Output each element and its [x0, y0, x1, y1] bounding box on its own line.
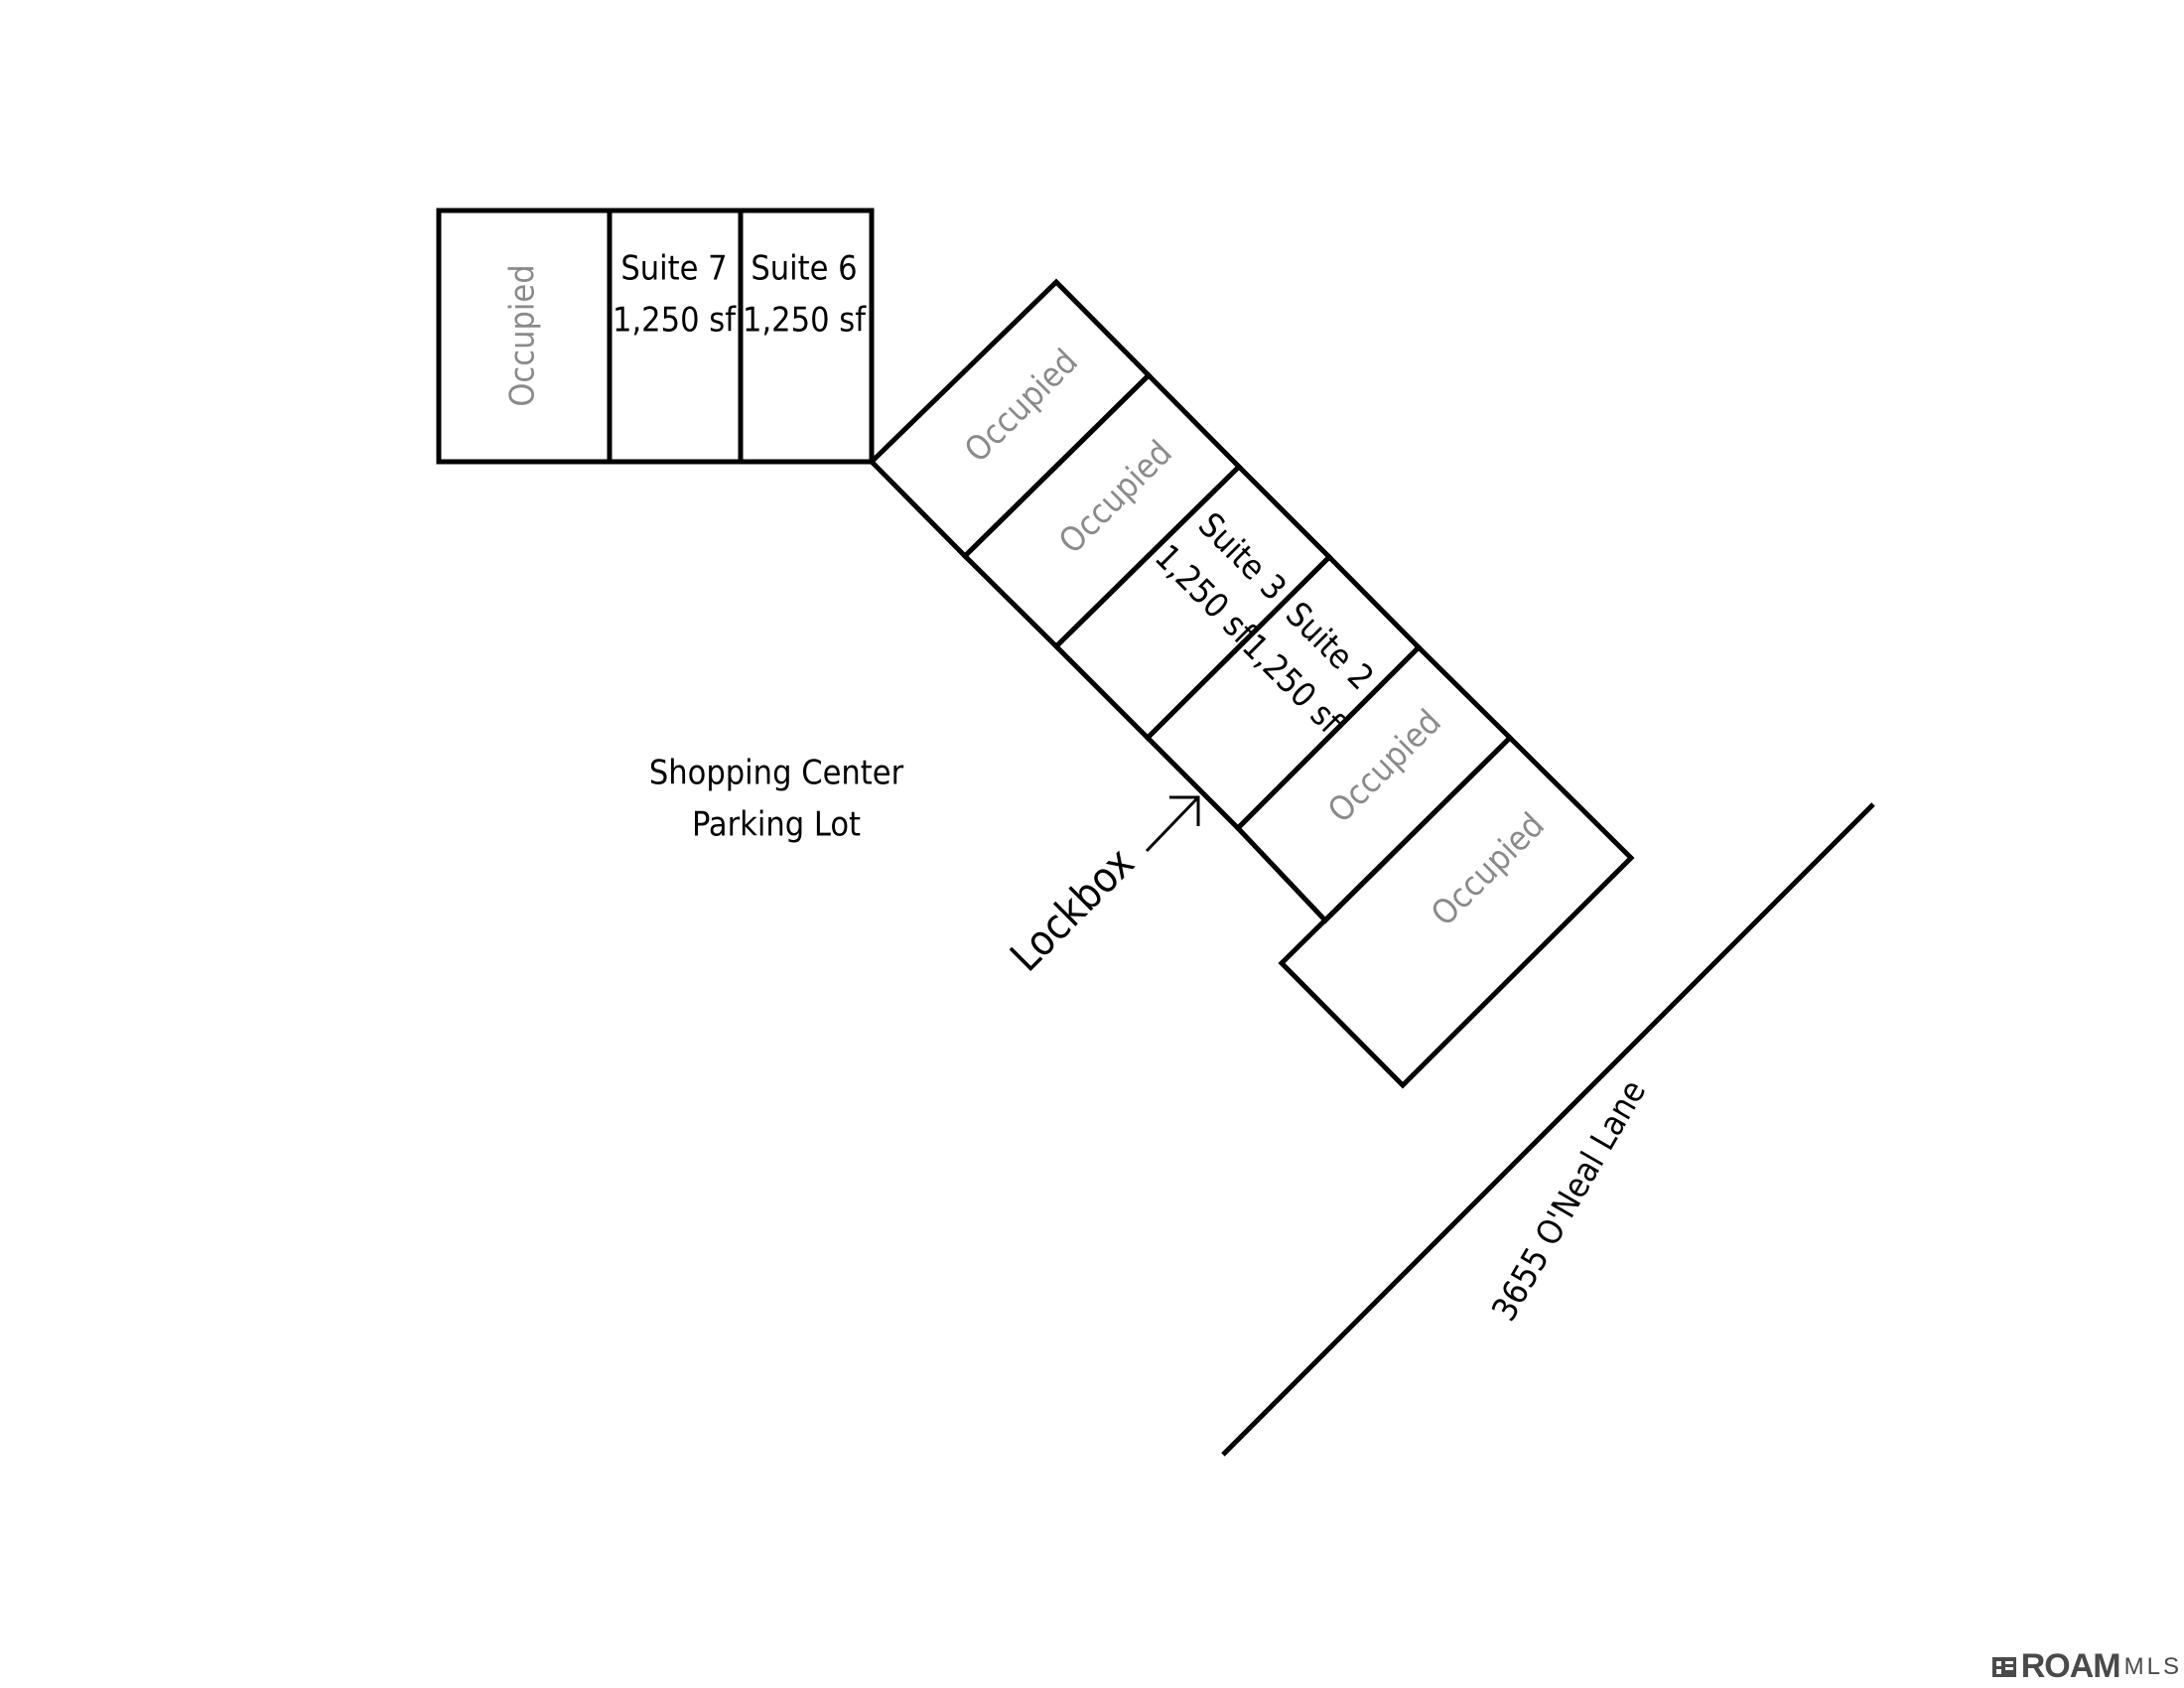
lockbox-marker: Lockbox — [1001, 795, 1200, 981]
watermark-brand: ROAM — [2020, 1647, 2121, 1685]
watermark-suffix: MLS — [2123, 1652, 2182, 1680]
suite-6-area: 1,250 sf — [743, 301, 867, 341]
lockbox-arrow-head — [1169, 795, 1200, 826]
lockbox-label: Lockbox — [1001, 838, 1144, 981]
parking-lot-line2: Parking Lot — [692, 805, 861, 845]
lockbox-arrow-shaft — [1145, 795, 1200, 853]
top-building: Occupied Suite 7 1,250 sf Suite 6 1,250 … — [436, 208, 875, 465]
unit-suite-6 — [738, 208, 875, 465]
roam-mls-watermark: ROAM MLS — [1991, 1647, 2182, 1686]
building-icon — [1991, 1656, 2016, 1677]
suite-7-name: Suite 7 — [620, 249, 727, 289]
parking-lot-line1: Shopping Center — [649, 754, 904, 793]
occupied-a-label: Occupied — [503, 264, 543, 406]
street-line — [1221, 802, 1875, 1457]
suite-6-name: Suite 6 — [751, 249, 857, 289]
occupied-e-label: Occupied — [1424, 805, 1553, 934]
suite-7-area: 1,250 sf — [613, 301, 737, 341]
unit-occupied-e — [1278, 734, 1635, 1089]
diagonal-building: Occupied Occupied Suite 3 1,250 sf Suite… — [868, 278, 1635, 1089]
